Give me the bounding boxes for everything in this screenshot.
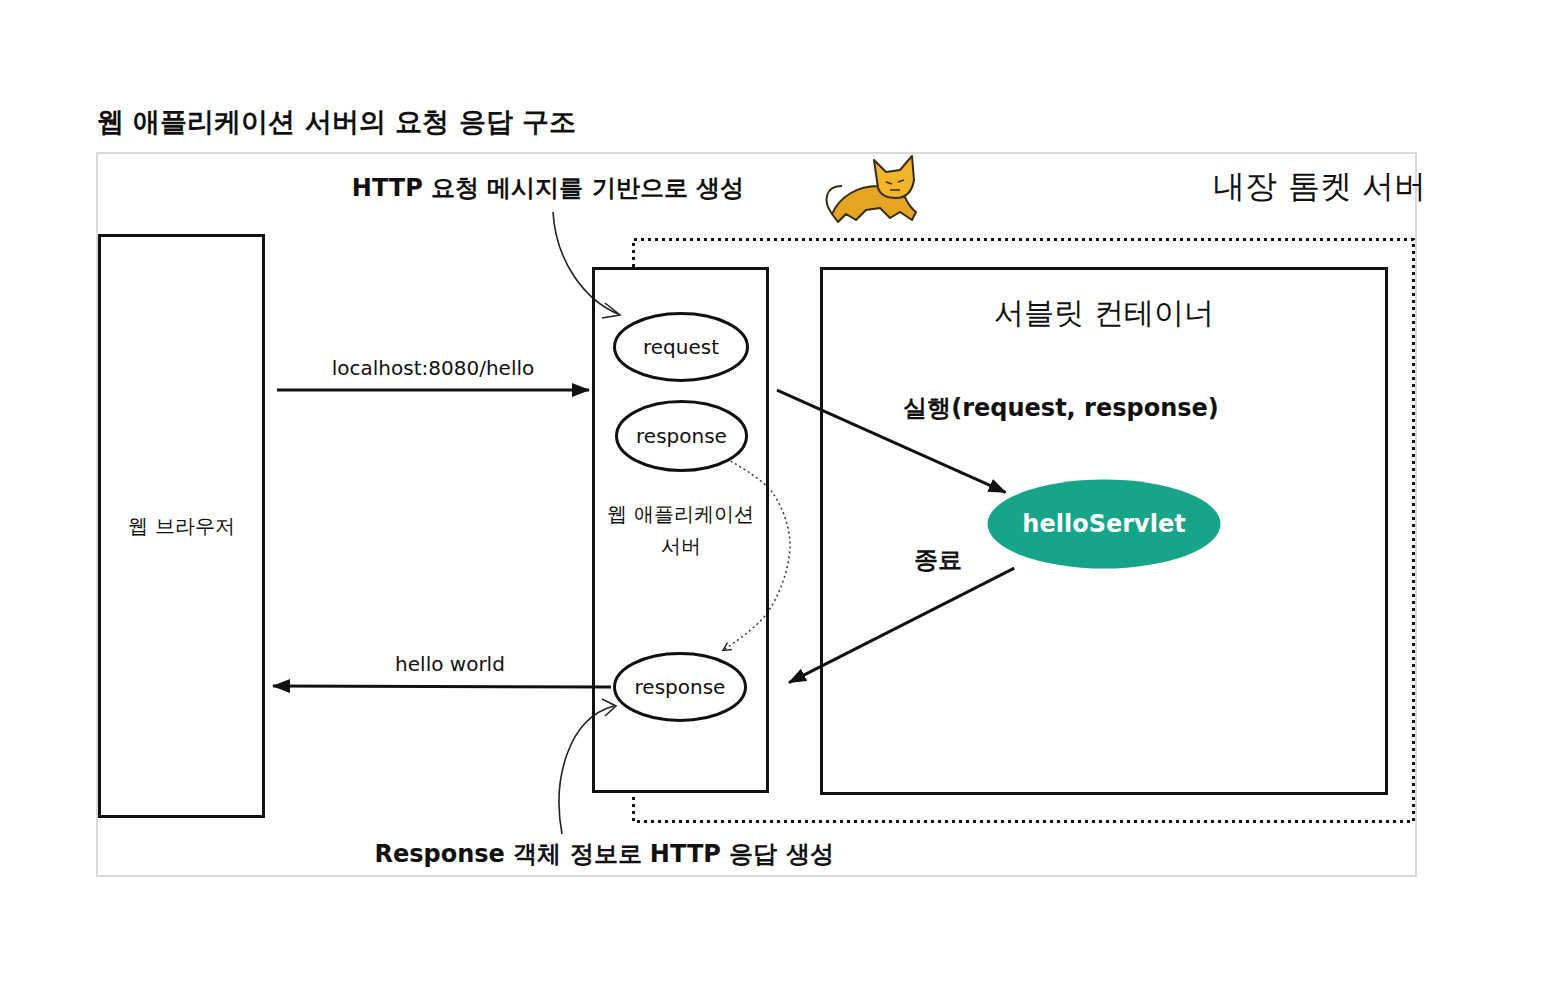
arrow-connector (789, 568, 1014, 682)
object-ellipse: response (613, 652, 747, 722)
callout-arrow (559, 699, 616, 834)
tomcat-icon (827, 156, 916, 222)
edge-label: hello world (392, 652, 508, 676)
container-box: 서블릿 컨테이너 helloServlet (820, 267, 1388, 795)
dotted-connector (723, 461, 790, 650)
edge-label: localhost:8080/hello (329, 356, 537, 380)
outer-frame (97, 153, 1416, 876)
node-label: helloServlet (1022, 509, 1185, 539)
ellipse-shape (617, 402, 747, 471)
node-label: response (636, 424, 727, 449)
object-ellipse: response (615, 400, 748, 472)
ellipse-outline (613, 652, 747, 722)
node-label: 내장 톰켓 서버 (928, 166, 1564, 206)
arrow-connector (777, 390, 1006, 492)
server-region: 내장 톰켓 서버웹 애플리케이션 서버requestresponserespon… (632, 238, 1415, 823)
ellipse-shape (988, 480, 1221, 569)
node-label: request (643, 335, 719, 360)
edge-label: 종료 (911, 544, 965, 576)
callout-text: HTTP 요청 메시지를 기반으로 생성 (349, 172, 747, 204)
node-label: 웹 브라우저 (128, 514, 234, 539)
callout-arrow (553, 212, 620, 318)
was-box: 웹 애플리케이션 서버 request response response (592, 267, 769, 793)
dotted-border (634, 240, 1414, 822)
dotted-outline (632, 238, 1415, 823)
arrow-connector (273, 685, 611, 689)
callout-text: Response 객체 정보로 HTTP 응답 생성 (371, 838, 836, 870)
node-label: 서블릿 컨테이너 (823, 294, 1385, 332)
object-ellipse: request (613, 312, 749, 382)
node-label: 웹 애플리케이션 서버 (595, 498, 766, 562)
edge-label: 실행(request, response) (900, 392, 1222, 424)
browser-box: 웹 브라우저 (98, 234, 265, 818)
ellipse-outline (986, 478, 1222, 570)
ellipse-outline (615, 400, 748, 472)
node-label: response (635, 675, 726, 700)
ellipse-shape (615, 314, 748, 381)
arrow-connector (277, 388, 589, 391)
ellipse-shape (615, 654, 746, 721)
ellipse-outline (613, 312, 749, 382)
servlet-ellipse: helloServlet (986, 478, 1222, 570)
diagram-title: 웹 애플리케이션 서버의 요청 응답 구조 (97, 104, 576, 140)
